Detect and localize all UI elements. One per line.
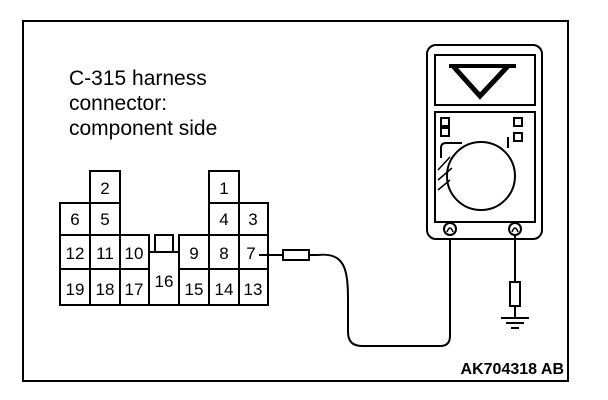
ground-lead: [501, 235, 529, 329]
harness-connector: [59, 170, 269, 306]
mode-indicator-tl2-icon: [440, 127, 450, 137]
pin-label-19: 19: [66, 280, 85, 299]
pin-label-2: 2: [100, 179, 109, 198]
voltage-v-symbol-icon: [451, 64, 510, 100]
title-line-2: connector:: [69, 92, 167, 115]
meter-display: [434, 54, 536, 106]
dial-hatch-icon: [437, 156, 453, 191]
figure-code: AK704318 AB: [461, 361, 564, 378]
pin-cell-13: [238, 268, 269, 306]
multimeter: [426, 44, 543, 240]
jack-left-socket-icon: [446, 227, 454, 233]
pin-label-4: 4: [219, 210, 228, 229]
pin-label-5: 5: [100, 210, 109, 229]
figure-frame: [22, 20, 569, 382]
mode-indicator-tr-icon: [513, 117, 523, 127]
pin-labels: 2 1 6 5 4 3 12 11 10 9 8 7 19 18 17 16 1…: [66, 179, 263, 299]
title-line-3: component side: [69, 117, 217, 140]
mode-indicator-tr2-icon: [513, 132, 523, 142]
pin-label-11: 11: [96, 244, 114, 263]
mode-indicator-tl-icon: [440, 117, 450, 127]
pin-label-16: 16: [155, 272, 174, 291]
pin-label-10: 10: [125, 244, 144, 263]
pin-label-6: 6: [70, 210, 79, 229]
pin-label-9: 9: [189, 244, 198, 263]
pin-label-13: 13: [244, 280, 263, 299]
pin-label-3: 3: [248, 210, 257, 229]
test-lead-wire: [317, 228, 451, 347]
pin-label-7: 7: [246, 244, 255, 263]
test-probe: [259, 228, 451, 347]
pin-label-18: 18: [96, 280, 115, 299]
connector-title: C-315 harness connector: component side: [69, 67, 217, 140]
rotary-dial: [446, 141, 516, 211]
title-line-1: C-315 harness: [69, 67, 207, 90]
jack-right-socket-icon: [511, 227, 519, 233]
pin-label-1: 1: [219, 179, 228, 198]
pin-label-15: 15: [185, 280, 204, 299]
dial-range-mark-icon: [440, 142, 462, 158]
pin-label-14: 14: [215, 280, 234, 299]
meter-jack-right: [508, 222, 522, 236]
pin-label-12: 12: [66, 244, 85, 263]
probe-body: [282, 249, 310, 261]
ground-probe-body: [509, 281, 521, 307]
pin-label-17: 17: [125, 280, 144, 299]
connector-lock-tab: [154, 234, 174, 253]
meter-jack-left: [443, 222, 457, 236]
pin-label-8: 8: [219, 244, 228, 263]
